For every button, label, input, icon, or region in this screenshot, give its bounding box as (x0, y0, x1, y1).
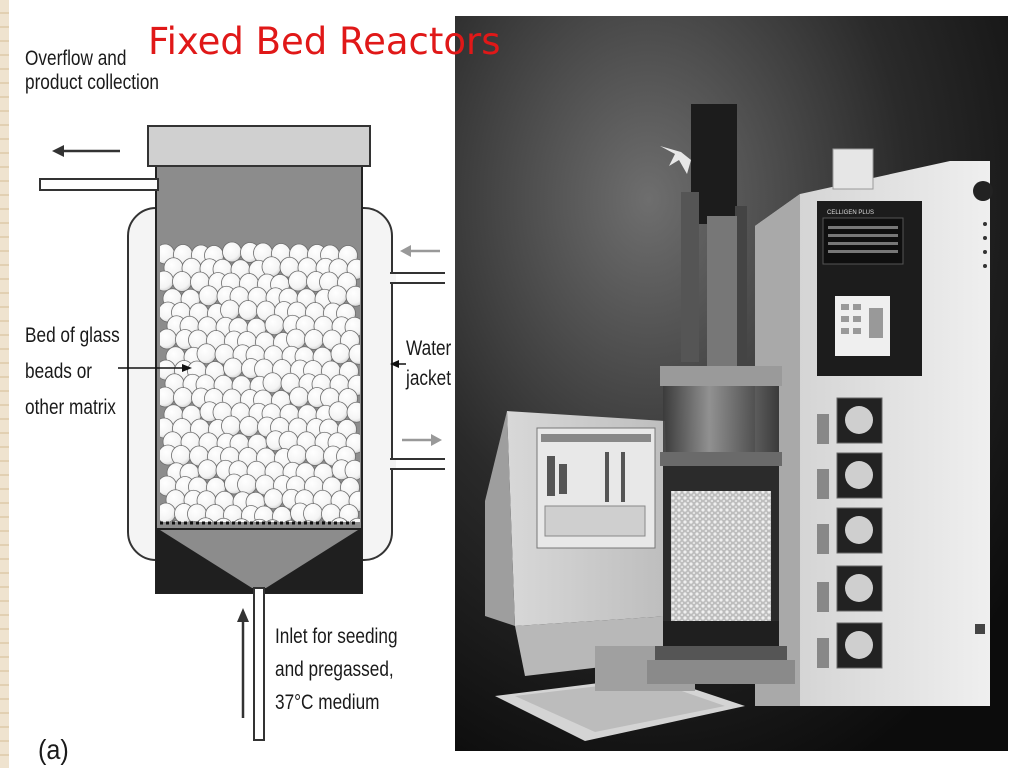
slide-title: Fixed Bed Reactors (148, 20, 501, 63)
glass-bead (233, 518, 250, 522)
control-cabinet: CELLIGEN PLUS (755, 148, 993, 706)
glass-bead (345, 285, 360, 307)
reactor-vessel (647, 104, 795, 684)
glass-bead (239, 416, 259, 437)
glass-bead (215, 517, 232, 522)
glass-bead (223, 357, 243, 379)
glass-bead (288, 270, 308, 292)
glass-bead (197, 517, 214, 522)
glass-bead (327, 285, 348, 307)
bed-pointer-arrow (118, 364, 192, 372)
panel-label: (a) (38, 734, 69, 765)
cabinet-brand: CELLIGEN PLUS (827, 210, 874, 216)
glass-bead (173, 387, 193, 408)
water-pointer-arrow (390, 360, 406, 368)
glass-bead (222, 241, 242, 263)
glass-bead (160, 328, 177, 350)
bioreactor-photo: CELLIGEN PLUS (455, 16, 1008, 751)
glass-bead (346, 401, 360, 423)
glass-bead (252, 518, 267, 522)
glass-bead (261, 256, 282, 278)
jacket-out-arrow (402, 434, 442, 446)
glass-bead (348, 343, 360, 365)
overflow-arrow (52, 145, 120, 157)
glass-bead (172, 271, 192, 292)
reactor-diagram (39, 125, 445, 741)
glass-bead (221, 415, 241, 437)
glass-bead (289, 386, 309, 408)
glass-bead (328, 401, 349, 423)
jacket-in-arrow (400, 245, 440, 257)
glass-bead (339, 504, 359, 522)
glass-bead (331, 517, 348, 522)
inlet-arrow (237, 608, 249, 718)
glass-bead (197, 459, 218, 481)
glass-bead (237, 474, 257, 495)
glass-bead (265, 519, 280, 522)
glass-bead (305, 445, 325, 466)
overflow-pipe (39, 178, 159, 191)
overflow-label: Overflow and product collection (25, 47, 160, 94)
water-jacket-label: Water jacket (406, 337, 452, 390)
glass-bead (263, 488, 284, 510)
inlet-label: Inlet for seeding and pregassed, 37°C me… (275, 625, 398, 714)
glass-bead (303, 503, 323, 522)
slide-left-border (0, 0, 9, 768)
glass-bead (349, 517, 360, 522)
glass-bead (220, 299, 240, 321)
glass-bead (264, 314, 285, 336)
glass-bead (238, 300, 258, 321)
keyboard (495, 676, 745, 741)
glass-bead (287, 444, 307, 466)
glass-bead (330, 343, 351, 365)
inlet-pipe (253, 587, 265, 741)
glass-bead (171, 445, 191, 466)
vessel-lid (147, 125, 371, 167)
bead-bed (160, 241, 360, 522)
glass-bead (262, 372, 283, 394)
glass-bead (198, 285, 219, 307)
glass-bead (286, 328, 306, 350)
glass-bead (196, 343, 217, 365)
glass-bead (304, 329, 324, 350)
bead-bed-label: Bed of glass beads or other matrix (25, 324, 120, 419)
